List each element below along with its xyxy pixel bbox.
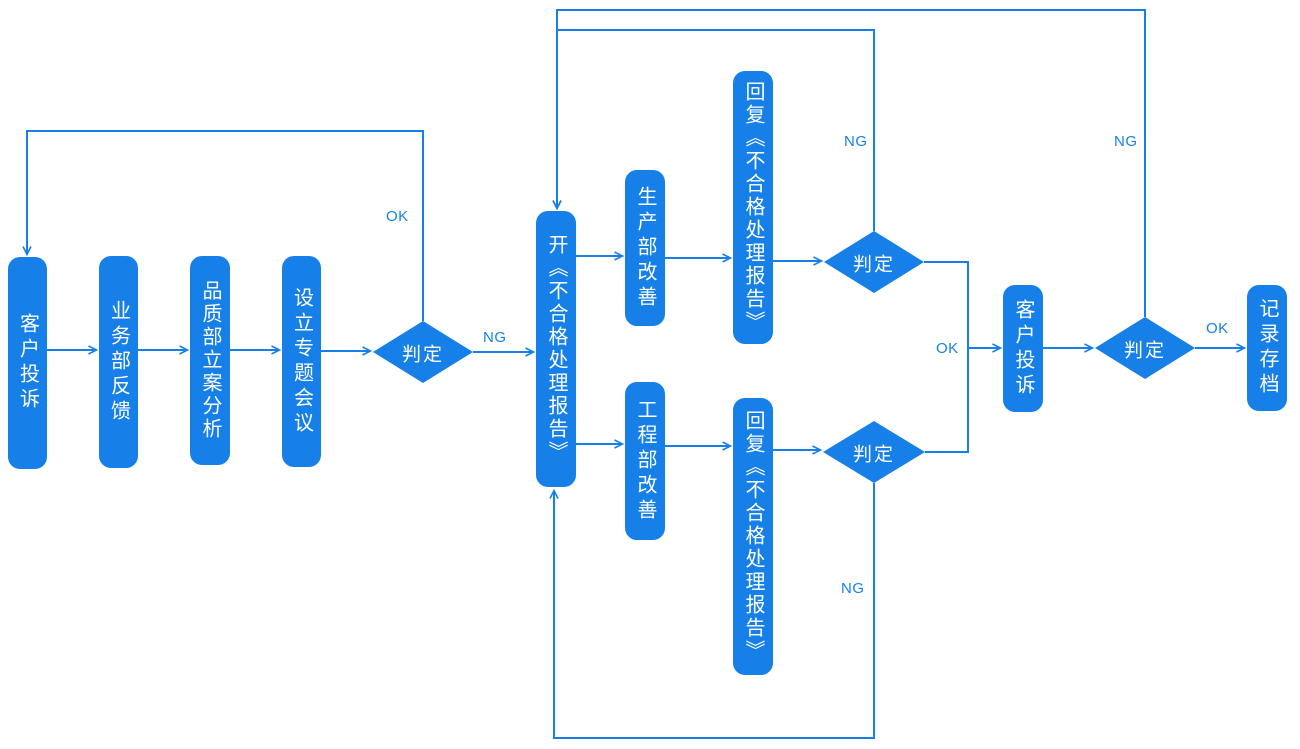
edge-decision3-ok-merge [925, 348, 969, 453]
node-customer-complaint-2[interactable]: 客户投诉 [1003, 285, 1043, 412]
node-customer-complaint[interactable]: 客户投诉 [8, 257, 47, 469]
edge-decision1-ok-loop [22, 130, 424, 321]
node-business-dept-feedback[interactable]: 业务部反馈 [99, 256, 138, 468]
ok-label-to-customer: OK [936, 340, 959, 357]
node-reply-nonconforming-report-bottom[interactable]: 回复《不合格处理报告》 [733, 398, 773, 675]
ok-label-to-archive: OK [1206, 320, 1229, 337]
node-quality-dept-case-analysis[interactable]: 品质部立案分析 [190, 256, 230, 465]
edge-decision4-ng-loop [552, 9, 1146, 317]
node-setup-special-meeting[interactable]: 设立专题会议 [282, 256, 321, 467]
decision-3-label: 判定 [852, 444, 896, 466]
edge-decision3-ng-loop [549, 483, 875, 739]
edge-decision2-ng-loop [552, 29, 875, 231]
decision-2-label: 判定 [852, 254, 896, 276]
node-engineering-dept-improvement[interactable]: 工程部改善 [625, 382, 665, 540]
node-production-dept-improvement[interactable]: 生产部改善 [625, 170, 665, 326]
ng-label-engineering-loop: NG [841, 580, 865, 597]
decision-diamond-2[interactable] [824, 231, 924, 293]
ok-label-main-loop: OK [386, 208, 409, 225]
ng-label-final-loop: NG [1114, 133, 1138, 150]
decision-diamond-3[interactable] [823, 421, 925, 483]
ng-label-production-loop: NG [844, 133, 868, 150]
decision-4-label: 判定 [1123, 340, 1167, 362]
decision-diamond-4[interactable] [1095, 317, 1195, 379]
ng-label-to-report: NG [483, 329, 507, 346]
decision-1-label: 判定 [401, 344, 445, 366]
decision-diamond-1[interactable] [373, 321, 473, 383]
node-open-nonconforming-report[interactable]: 开《不合格处理报告》 [536, 211, 576, 487]
node-record-archive[interactable]: 记录存档 [1247, 285, 1287, 411]
edge-decision2-ok-merge [924, 261, 969, 348]
node-reply-nonconforming-report-top[interactable]: 回复《不合格处理报告》 [733, 71, 773, 344]
